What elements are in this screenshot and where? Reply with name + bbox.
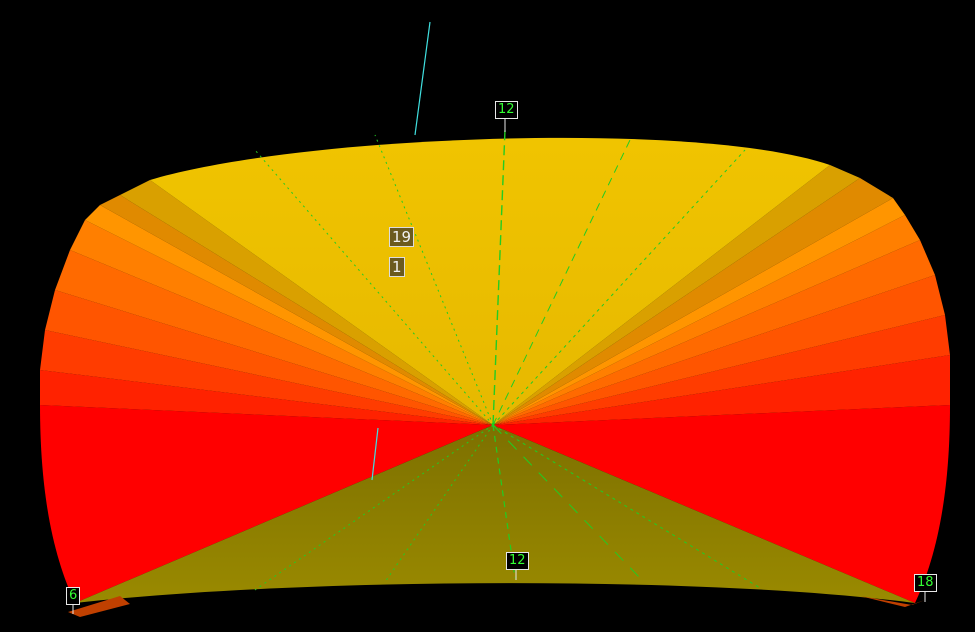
- hour-lines-top: [254, 129, 746, 426]
- hour-label-bottom-12: 12: [506, 552, 529, 570]
- left-band-6: [85, 205, 493, 425]
- marker-label-1: 1: [389, 257, 405, 277]
- hour-lines-bottom: [254, 424, 761, 591]
- hour-line-bottom-2: [384, 424, 494, 583]
- left-lobe: [40, 180, 493, 603]
- left-red-band: [40, 405, 493, 603]
- hour-label-right-18: 18: [914, 574, 937, 592]
- right-band-6: [493, 198, 905, 425]
- left-band-3: [45, 290, 493, 425]
- right-band-8: [493, 165, 860, 425]
- hour-line-top-1: [374, 134, 494, 426]
- right-red-band: [493, 405, 950, 603]
- hour-line-bottom-4: [492, 424, 761, 589]
- left-band-4: [55, 250, 493, 425]
- bottom-olive-fan: [75, 425, 915, 603]
- left-band-7: [100, 195, 493, 425]
- right-band-3: [493, 275, 945, 425]
- hour-label-left-6: 6: [66, 587, 81, 605]
- hour-line-bottom-noon: [492, 424, 516, 579]
- right-band-7: [493, 178, 893, 425]
- left-band-8: [120, 180, 493, 425]
- hour-line-top-noon: [492, 129, 506, 426]
- right-band-2: [493, 315, 950, 425]
- top-yellow-fan: [150, 137, 830, 426]
- left-band-5: [70, 220, 493, 425]
- hour-line-bottom-1: [254, 424, 494, 591]
- hour-label-top-12: 12: [495, 101, 518, 119]
- right-band-4: [493, 240, 935, 425]
- right-lobe: [493, 165, 950, 603]
- hour-line-top-2: [254, 149, 494, 426]
- left-band-2: [40, 330, 493, 425]
- gnomon-line-bottom: [371, 427, 379, 481]
- right-band-5: [493, 215, 920, 425]
- hour-line-top-4: [492, 149, 746, 426]
- left-corner-tip: [68, 596, 130, 617]
- gnomon-line-top: [414, 21, 431, 136]
- marker-label-19: 19: [389, 227, 415, 247]
- hour-line-top-3: [492, 139, 631, 426]
- hour-line-bottom-3: [492, 424, 641, 579]
